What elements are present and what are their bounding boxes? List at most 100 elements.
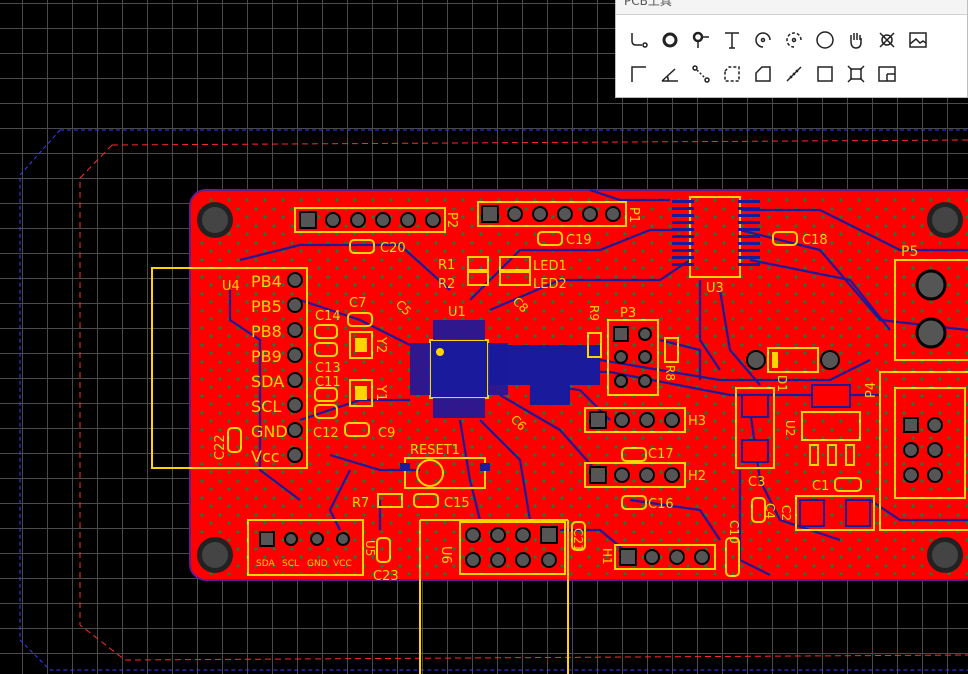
label-Y2: Y2 xyxy=(373,336,388,353)
label-R2: R2 xyxy=(438,277,455,292)
pan-hand-icon[interactable] xyxy=(841,26,870,54)
P1-header[interactable] xyxy=(477,201,627,227)
U1-mcu[interactable] xyxy=(410,320,508,418)
label-R9: R9 xyxy=(587,305,601,321)
label-GND: GND xyxy=(251,422,288,441)
label-U1: U1 xyxy=(448,305,466,320)
measure-tool-icon[interactable] xyxy=(779,60,808,88)
label-LED1: LED1 xyxy=(533,259,567,274)
panel-titlebar[interactable] xyxy=(616,0,967,15)
label-C20: C20 xyxy=(380,241,406,256)
label-U2: U2 xyxy=(783,420,797,436)
label-C19: C19 xyxy=(566,233,592,248)
RESET1-button[interactable] xyxy=(400,457,490,489)
D1-diode[interactable] xyxy=(746,347,840,373)
H3-header[interactable] xyxy=(584,407,686,433)
panel-title: PCB工具 xyxy=(624,0,672,8)
pad-tool-icon[interactable] xyxy=(655,26,684,54)
angle-tool-icon[interactable] xyxy=(655,60,684,88)
C3-capacitor[interactable] xyxy=(735,387,775,469)
keepout-outline xyxy=(19,129,968,671)
H1-header[interactable] xyxy=(614,544,716,570)
label-C11: C11 xyxy=(315,375,341,390)
connect-pad-icon[interactable] xyxy=(686,60,715,88)
label-C18: C18 xyxy=(802,233,828,248)
text-tool-icon[interactable] xyxy=(717,26,746,54)
label-C21: C21 xyxy=(571,528,585,552)
label-C23: C23 xyxy=(373,569,399,584)
label-C12: C12 xyxy=(313,426,339,441)
label-U6: U6 xyxy=(438,546,453,564)
dimension-tool-icon[interactable] xyxy=(624,60,653,88)
label-SDA: SDA xyxy=(251,372,284,391)
label-C1: C1 xyxy=(812,479,829,494)
arc-endpoint-tool-icon[interactable] xyxy=(779,26,808,54)
via-tool-icon[interactable] xyxy=(686,26,715,54)
U4-module[interactable] xyxy=(151,267,308,469)
label-R1: R1 xyxy=(438,258,455,273)
label-PB8: PB8 xyxy=(251,322,282,341)
polygon-copper-icon[interactable] xyxy=(748,60,777,88)
image-tool-icon[interactable] xyxy=(903,26,932,54)
label-C13: C13 xyxy=(315,361,341,376)
label-P2: P2 xyxy=(444,212,459,228)
H2-header[interactable] xyxy=(584,462,686,488)
label-R8: R8 xyxy=(663,365,677,381)
P3-header[interactable] xyxy=(607,319,659,396)
board-outline-dashed xyxy=(79,139,968,661)
label-SCL: SCL xyxy=(251,397,281,416)
label-C3: C3 xyxy=(748,475,765,490)
wire-tool-icon[interactable] xyxy=(624,26,653,54)
label-H2: H2 xyxy=(688,469,706,484)
label-Y1: Y1 xyxy=(373,384,388,401)
tool-row-1 xyxy=(624,26,932,54)
U2-regulator[interactable] xyxy=(801,384,861,466)
tool-row-2 xyxy=(624,60,901,88)
Y2-crystal[interactable] xyxy=(349,331,373,359)
label-H1: H1 xyxy=(600,548,614,565)
label-D1: D1 xyxy=(775,375,789,392)
circle-tool-icon[interactable] xyxy=(810,26,839,54)
canvas-origin-icon[interactable] xyxy=(841,60,870,88)
mounting-holes xyxy=(197,202,963,573)
label-C4: C4 xyxy=(763,503,777,519)
pcb-tools-panel: PCB工具 xyxy=(615,0,968,98)
label-C15: C15 xyxy=(444,496,470,511)
P5-terminal[interactable] xyxy=(894,259,968,361)
label-C16: C16 xyxy=(648,497,674,512)
rectangle-tool-icon[interactable] xyxy=(810,60,839,88)
region-tool-icon[interactable] xyxy=(717,60,746,88)
label-C10: C10 xyxy=(727,520,741,544)
mcu-bus xyxy=(490,345,600,405)
P2-header[interactable] xyxy=(294,207,446,233)
label-U3: U3 xyxy=(706,281,724,296)
arc-center-tool-icon[interactable] xyxy=(748,26,777,54)
label-U4: U4 xyxy=(222,279,240,294)
label-R7: R7 xyxy=(352,496,369,511)
C2-capacitor[interactable] xyxy=(795,495,875,531)
label-H3: H3 xyxy=(688,414,706,429)
label-P1: P1 xyxy=(626,207,641,223)
label-hdr-vcc: VCC xyxy=(333,559,352,569)
label-P5: P5 xyxy=(901,244,918,260)
U6-header[interactable] xyxy=(419,519,569,674)
U5-header[interactable] xyxy=(247,519,364,576)
label-C9: C9 xyxy=(378,426,395,441)
delete-icon[interactable] xyxy=(872,26,901,54)
label-C7: C7 xyxy=(349,296,366,311)
P4-terminal[interactable] xyxy=(879,371,968,531)
Y1-crystal[interactable] xyxy=(349,379,373,407)
label-P4: P4 xyxy=(864,382,879,398)
label-hdr-scl: SCL xyxy=(282,559,299,569)
label-PB4: PB4 xyxy=(251,272,282,291)
label-RESET1: RESET1 xyxy=(410,443,460,458)
label-P3: P3 xyxy=(620,306,636,321)
small-components[interactable] xyxy=(227,231,862,577)
U3-chip[interactable] xyxy=(672,196,760,278)
label-Vcc: Vcc xyxy=(251,447,280,466)
label-hdr-sda: SDA xyxy=(256,559,275,569)
label-C22: C22 xyxy=(213,434,228,460)
label-hdr-gnd: GND xyxy=(307,559,328,569)
panelize-icon[interactable] xyxy=(872,60,901,88)
